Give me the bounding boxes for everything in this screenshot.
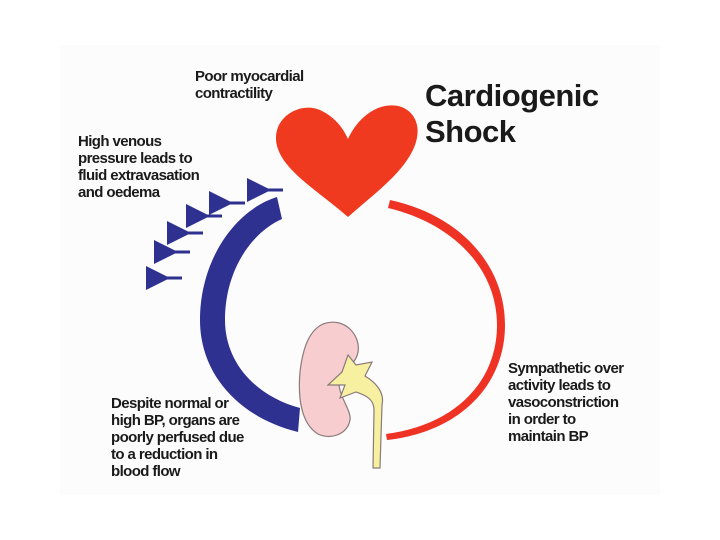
arterial-circulation-arc (386, 200, 505, 440)
heart-icon (275, 105, 418, 217)
venous-pressure-label: High venous pressure leads to fluid extr… (78, 133, 200, 201)
contractility-label: Poor myocardial contractility (195, 68, 304, 102)
kidney-icon (298, 321, 384, 469)
perfusion-label: Despite normal or high BP, organs are po… (111, 395, 244, 480)
fluid-leak-arrows (146, 178, 283, 290)
diagram-title: Cardiogenic Shock (425, 78, 599, 149)
sympathetic-label: Sympathetic over activity leads to vasoc… (508, 360, 624, 445)
venous-circulation-arc (200, 197, 300, 432)
